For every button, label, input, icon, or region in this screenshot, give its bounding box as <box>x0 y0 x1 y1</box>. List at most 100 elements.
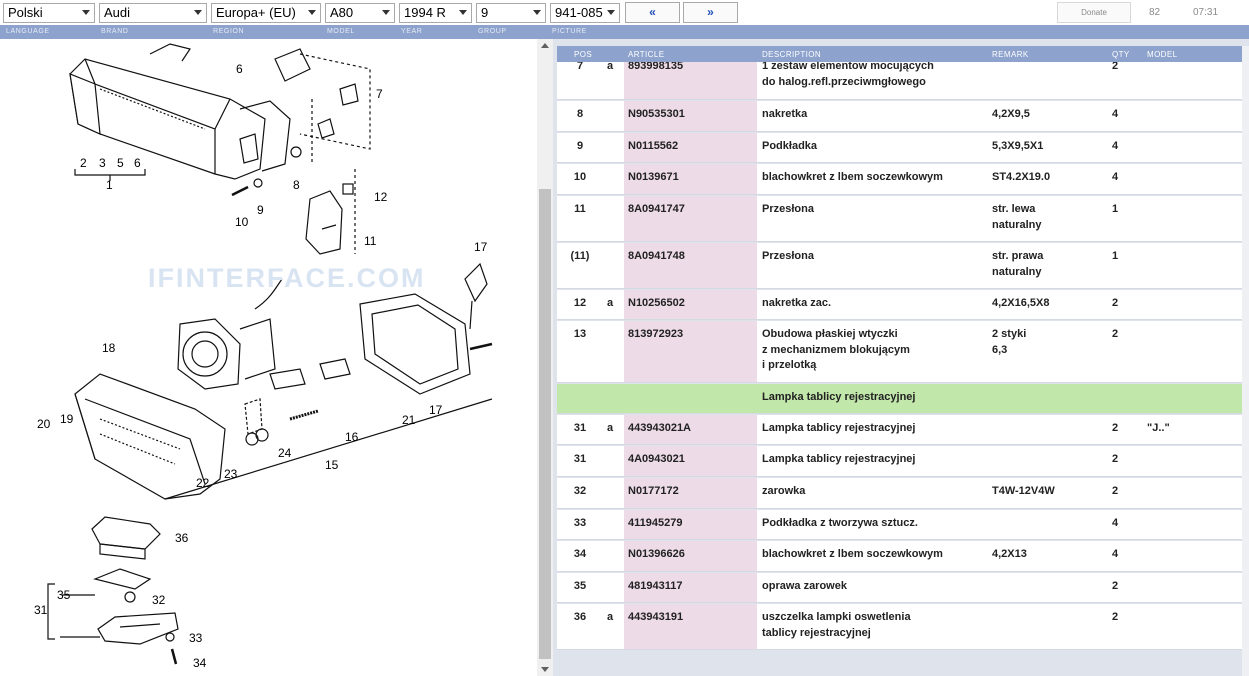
callout-5[interactable]: 5 <box>117 156 124 170</box>
article-column-bg <box>624 290 757 319</box>
callout-7[interactable]: 7 <box>376 87 383 101</box>
picture-select[interactable]: 941-085 <box>550 3 620 23</box>
callout-22[interactable]: 22 <box>196 476 210 490</box>
callout-3[interactable]: 3 <box>99 156 106 170</box>
cell-article[interactable]: 8A0941748 <box>628 250 685 262</box>
group-label: GROUP <box>478 28 507 35</box>
callout-34[interactable]: 34 <box>193 656 207 670</box>
cell-pos: 31 <box>573 422 587 434</box>
region-select[interactable]: Europa+ (EU) <box>211 3 321 23</box>
watermark: IFINTERFACE.COM <box>148 263 426 293</box>
scroll-down-arrow-icon[interactable] <box>541 667 549 672</box>
cell-article[interactable]: 411945279 <box>628 517 683 529</box>
article-column-bg <box>624 541 757 571</box>
callout-numbers: 6 7 2 3 5 6 1 8 9 10 12 11 17 18 20 19 1… <box>34 62 488 670</box>
diagram-scrollbar[interactable] <box>537 39 553 676</box>
language-select[interactable]: Polski <box>3 3 95 23</box>
table-scrollbar[interactable] <box>1242 46 1249 676</box>
callout-1[interactable]: 1 <box>106 178 113 192</box>
cell-remark: 4,2X9,5 <box>992 108 1030 120</box>
donate-button[interactable]: Donate <box>1057 2 1131 23</box>
callout-9[interactable]: 9 <box>257 203 264 217</box>
cell-article[interactable]: 813972923 <box>628 328 684 340</box>
cell-remark: ST4.2X19.0 <box>992 171 1051 183</box>
cell-pos: 9 <box>576 140 584 152</box>
cell-article[interactable]: 4A0943021 <box>628 453 685 465</box>
callout-6b[interactable]: 6 <box>134 156 141 170</box>
callout-16[interactable]: 16 <box>345 430 359 444</box>
callout-20[interactable]: 20 <box>37 417 51 431</box>
callout-17[interactable]: 17 <box>474 240 488 254</box>
callout-36[interactable]: 36 <box>175 531 189 545</box>
parts-diagram[interactable]: 6 7 2 3 5 6 1 8 9 10 12 11 17 18 20 19 1… <box>0 39 537 676</box>
cell-article[interactable]: 443943021A <box>628 422 692 434</box>
cell-description: zarowka <box>762 485 806 497</box>
cell-qty: 4 <box>1112 108 1119 120</box>
callout-23[interactable]: 23 <box>224 467 238 481</box>
cell-description: 1 zestaw elementow mocujących do halog.r… <box>762 62 934 88</box>
article-column-bg <box>624 62 757 99</box>
callout-35[interactable]: 35 <box>57 588 71 602</box>
brand-select[interactable]: Audi <box>99 3 207 23</box>
cell-article[interactable]: 8A0941747 <box>628 203 685 215</box>
section-row[interactable]: Lampka tablicy rejestracyjnej <box>557 384 1242 414</box>
cell-article[interactable]: 481943117 <box>628 580 683 592</box>
cell-qty: 2 <box>1112 611 1119 623</box>
callout-18[interactable]: 18 <box>102 341 116 355</box>
article-column-bg <box>624 415 757 444</box>
previous-picture-button[interactable]: « <box>625 2 680 23</box>
year-select[interactable]: 1994 R <box>399 3 472 23</box>
cell-article[interactable]: N0139671 <box>628 171 679 183</box>
model-label: MODEL <box>327 28 355 35</box>
scroll-up-arrow-icon[interactable] <box>541 43 549 48</box>
region-label: REGION <box>213 28 245 35</box>
callout-31[interactable]: 31 <box>34 603 48 617</box>
cell-description: nakretka <box>762 108 808 120</box>
callout-10[interactable]: 10 <box>235 215 249 229</box>
callout-2[interactable]: 2 <box>80 156 87 170</box>
callout-8[interactable]: 8 <box>293 178 300 192</box>
callout-15[interactable]: 15 <box>325 458 339 472</box>
model-value: A80 <box>330 5 354 20</box>
cell-article[interactable]: N0115562 <box>628 140 679 152</box>
callout-6[interactable]: 6 <box>236 62 243 76</box>
next-picture-button[interactable]: » <box>683 2 738 23</box>
callout-11[interactable]: 11 <box>364 234 377 248</box>
cell-article[interactable]: N90535301 <box>628 108 685 120</box>
parts-table-panel: POS ARTICLE DESCRIPTION REMARK QTY MODEL… <box>553 39 1249 676</box>
callout-33[interactable]: 33 <box>189 631 203 645</box>
group-select[interactable]: 9 <box>476 3 546 23</box>
cell-article[interactable]: N0177172 <box>628 485 679 497</box>
cell-article[interactable]: 893998135 <box>628 62 684 72</box>
callout-12[interactable]: 12 <box>374 190 388 204</box>
cell-article[interactable]: N01396626 <box>628 548 685 560</box>
callout-17b[interactable]: 17 <box>429 403 443 417</box>
group-value: 9 <box>481 5 489 20</box>
callout-24[interactable]: 24 <box>278 446 292 460</box>
cell-pos: 7 <box>576 62 584 72</box>
callout-32[interactable]: 32 <box>152 593 166 607</box>
callout-21[interactable]: 21 <box>402 413 416 427</box>
callout-19[interactable]: 19 <box>60 412 74 426</box>
cell-article[interactable]: 443943191 <box>628 611 684 623</box>
cell-article[interactable]: N10256502 <box>628 297 685 309</box>
cell-description: Obudowa płaskiej wtyczki z mechanizmem b… <box>762 328 910 371</box>
model-select[interactable]: A80 <box>325 3 395 23</box>
diagram-scroll-thumb[interactable] <box>539 189 551 659</box>
